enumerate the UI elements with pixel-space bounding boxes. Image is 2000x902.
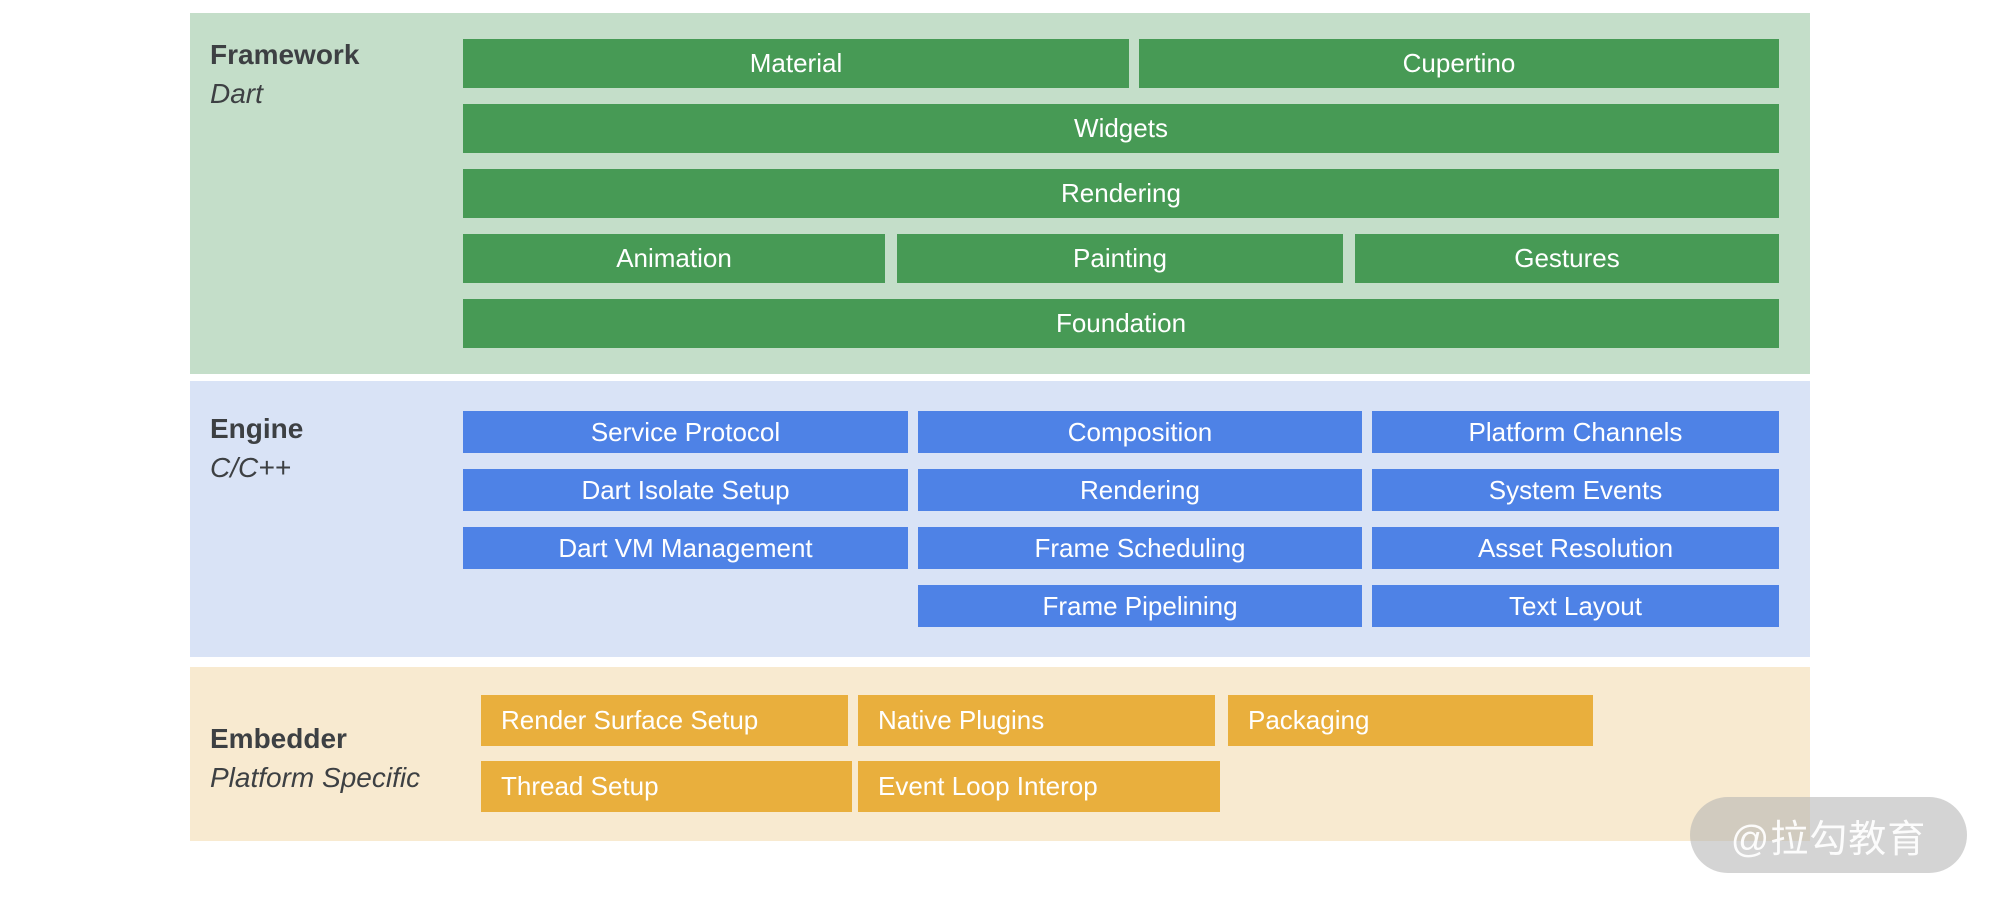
engine-bar-frame-pipelining: Frame Pipelining — [918, 585, 1362, 627]
framework-row-1: Material Cupertino — [463, 39, 1779, 88]
embedder-layer-label: Embedder Platform Specific — [210, 719, 420, 797]
engine-bar-dart-isolate-setup: Dart Isolate Setup — [463, 469, 908, 511]
framework-layer-label: Framework Dart — [210, 35, 359, 113]
engine-layer-language: C/C++ — [210, 452, 291, 483]
framework-layer-panel: Framework Dart Material Cupertino Widget… — [190, 13, 1810, 374]
engine-bar-service-protocol: Service Protocol — [463, 411, 908, 453]
engine-row-1: Service Protocol Composition Platform Ch… — [463, 411, 1779, 453]
engine-row-2: Dart Isolate Setup Rendering System Even… — [463, 469, 1779, 511]
framework-bar-foundation: Foundation — [463, 299, 1779, 348]
engine-bar-asset-resolution: Asset Resolution — [1372, 527, 1779, 569]
flutter-architecture-diagram: Framework Dart Material Cupertino Widget… — [190, 13, 1810, 841]
framework-row-2: Widgets — [463, 104, 1779, 153]
embedder-bar-event-loop-interop: Event Loop Interop — [858, 761, 1220, 812]
framework-bar-painting: Painting — [897, 234, 1343, 283]
engine-bar-system-events: System Events — [1372, 469, 1779, 511]
embedder-bar-thread-setup: Thread Setup — [481, 761, 852, 812]
engine-bar-text-layout: Text Layout — [1372, 585, 1779, 627]
watermark-text: @拉勾教育 — [1730, 818, 1927, 861]
embedder-bar-render-surface-setup: Render Surface Setup — [481, 695, 848, 746]
framework-bar-widgets: Widgets — [463, 104, 1779, 153]
engine-layer-name: Engine — [210, 413, 304, 444]
embedder-bar-native-plugins: Native Plugins — [858, 695, 1215, 746]
engine-bar-frame-scheduling: Frame Scheduling — [918, 527, 1362, 569]
engine-bar-dart-vm-management: Dart VM Management — [463, 527, 908, 569]
engine-row-3: Dart VM Management Frame Scheduling Asse… — [463, 527, 1779, 569]
framework-row-5: Foundation — [463, 299, 1779, 348]
embedder-bar-packaging: Packaging — [1228, 695, 1593, 746]
framework-bar-rendering: Rendering — [463, 169, 1779, 218]
engine-bars: Service Protocol Composition Platform Ch… — [463, 411, 1779, 627]
framework-bar-gestures: Gestures — [1355, 234, 1779, 283]
watermark-badge: @拉勾教育 — [1690, 797, 1967, 873]
engine-bar-platform-channels: Platform Channels — [1372, 411, 1779, 453]
embedder-row-2: Thread Setup Event Loop Interop — [481, 761, 1779, 812]
framework-layer-name: Framework — [210, 39, 360, 70]
framework-layer-language: Dart — [210, 78, 263, 109]
engine-bar-composition: Composition — [918, 411, 1362, 453]
embedder-layer-language: Platform Specific — [210, 762, 421, 793]
framework-bar-material: Material — [463, 39, 1129, 88]
framework-bars: Material Cupertino Widgets Rendering Ani… — [463, 39, 1779, 348]
engine-layer-label: Engine C/C++ — [210, 409, 303, 487]
engine-row4-spacer — [463, 585, 908, 627]
framework-bar-cupertino: Cupertino — [1139, 39, 1779, 88]
embedder-bars: Render Surface Setup Native Plugins Pack… — [463, 695, 1779, 812]
engine-layer-panel: Engine C/C++ Service Protocol Compositio… — [190, 381, 1810, 657]
engine-row-4: Frame Pipelining Text Layout — [463, 585, 1779, 627]
embedder-layer-panel: Embedder Platform Specific Render Surfac… — [190, 667, 1810, 841]
framework-row-4: Animation Painting Gestures — [463, 234, 1779, 283]
embedder-row-1: Render Surface Setup Native Plugins Pack… — [481, 695, 1779, 746]
engine-bar-rendering: Rendering — [918, 469, 1362, 511]
framework-bar-animation: Animation — [463, 234, 885, 283]
framework-row-3: Rendering — [463, 169, 1779, 218]
embedder-layer-name: Embedder — [210, 723, 347, 754]
